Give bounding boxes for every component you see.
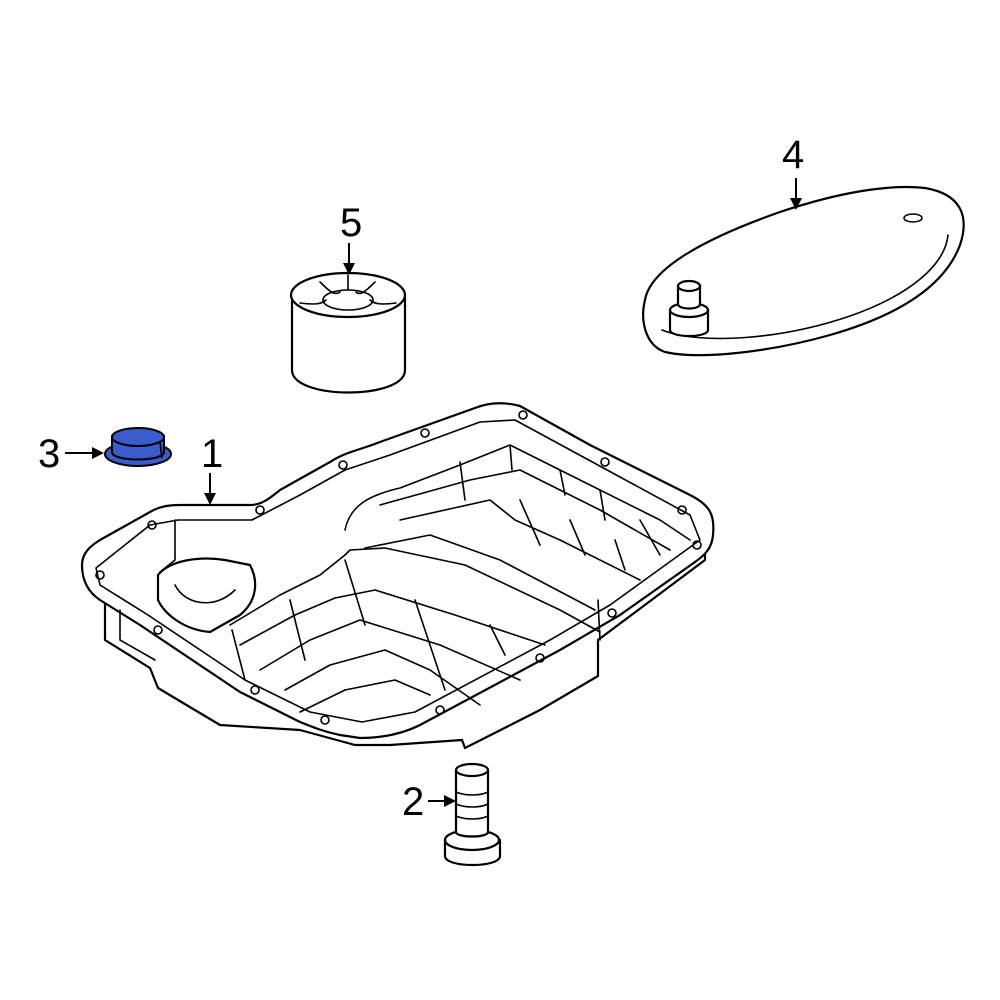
part-4-filter[interactable]: [642, 185, 965, 357]
callout-label-4[interactable]: 4: [782, 133, 804, 177]
callout-arrows: [65, 178, 802, 807]
part-3-plug[interactable]: [104, 427, 172, 467]
callout-label-5[interactable]: 5: [340, 201, 362, 245]
callout-label-1[interactable]: 1: [201, 432, 223, 476]
callout-label-2[interactable]: 2: [402, 780, 424, 824]
part-1-oil-pan[interactable]: [80, 402, 715, 750]
part-5-cylinder[interactable]: [289, 271, 407, 394]
part-2-bolt[interactable]: [443, 762, 502, 866]
callout-label-3[interactable]: 3: [38, 432, 60, 476]
